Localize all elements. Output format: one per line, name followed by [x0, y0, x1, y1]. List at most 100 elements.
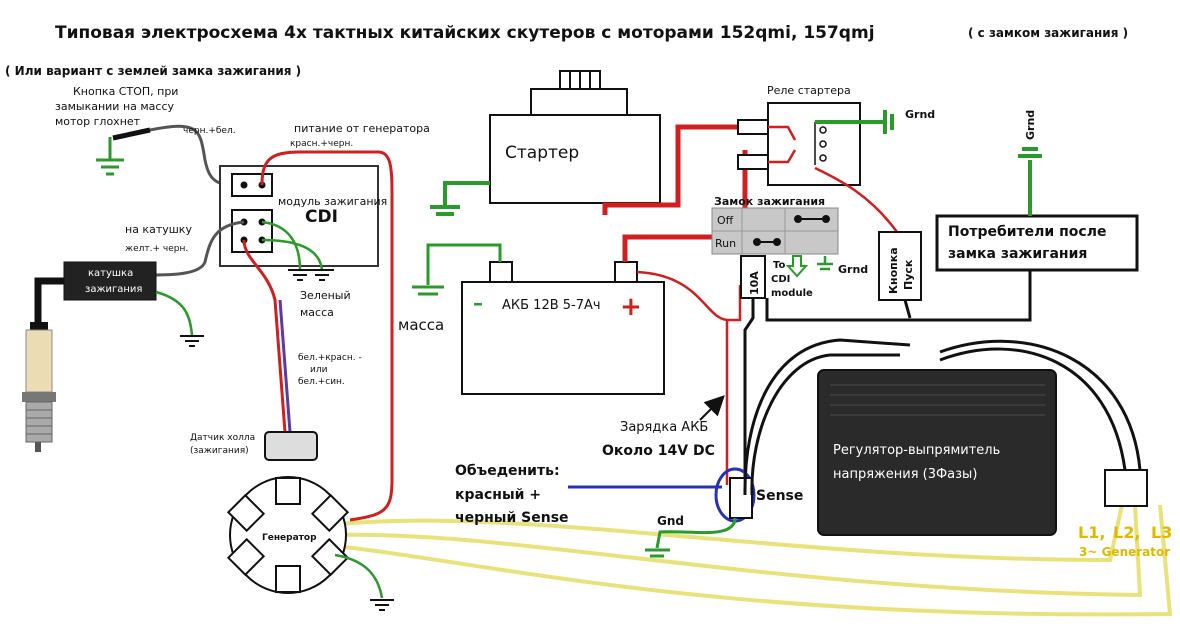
- hall-wires-label-2: или: [310, 365, 328, 375]
- battery-body: [461, 281, 665, 395]
- regulator-wires-right-2: [939, 339, 1142, 471]
- battery-plus-to-relay: [622, 150, 748, 262]
- generator-stator-icon: [226, 476, 350, 594]
- starter-ground-wire: [443, 181, 490, 205]
- cdi-connector-top: [231, 173, 273, 197]
- sense-ground-icon: [645, 548, 670, 558]
- generator-power-wire: [260, 150, 394, 522]
- start-button-to-consumers: [903, 299, 912, 319]
- phase-l2: L2,: [1113, 523, 1140, 542]
- relay-coil-icon: [814, 122, 827, 165]
- diagram-title: Типовая электросхема 4х тактных китайски…: [55, 23, 875, 43]
- ign-grnd-label: Grnd: [838, 263, 868, 276]
- hall-sensor: [264, 431, 318, 461]
- regulator-wires-left-2: [743, 338, 911, 496]
- cdi-connector-bottom: [231, 209, 273, 253]
- starter-motor-icon: [489, 70, 661, 204]
- mass-label: масса: [398, 316, 444, 334]
- black-white-label: черн.+бел.: [183, 126, 236, 136]
- ign-switch-contacts: [753, 215, 830, 246]
- coil-label-1: катушка: [88, 268, 133, 279]
- generator-ground-icon: [370, 599, 394, 611]
- consumers-label-1: Потребители после: [948, 224, 1106, 240]
- starter-power-wire: [602, 124, 738, 215]
- starter-ground-icon: [430, 205, 460, 216]
- cdi-module-label: модуль зажигания: [278, 195, 387, 208]
- charge-arrow: [699, 395, 725, 421]
- sense-connector: [729, 477, 753, 519]
- spark-plug-icon: [22, 322, 56, 452]
- stop-button-label-3: мотор глохнет: [55, 115, 141, 128]
- relay-to-start-button: [814, 166, 899, 233]
- variant-note: ( Или вариант с землей замка зажигания ): [5, 64, 301, 78]
- relay-internal-red: [768, 125, 797, 164]
- phase-l1: L1,: [1078, 523, 1105, 542]
- battery-label: АКБ 12В 5-7Ач: [502, 298, 601, 313]
- regulator-label-box: [828, 434, 1038, 486]
- battery-ground-icon: [412, 285, 444, 296]
- ign-ground-icon: [817, 256, 833, 271]
- stop-button-lever: [112, 127, 151, 141]
- green-ground-label-2: масса: [300, 306, 334, 319]
- consumers-grnd-label: Grnd: [1024, 110, 1037, 140]
- consumers-feed-wire: [765, 270, 1032, 322]
- stop-ground-icon: [96, 137, 124, 176]
- generator-label: Генератор: [262, 533, 317, 543]
- ign-to-cdi-arrow: [785, 255, 809, 278]
- consumers-box: [935, 214, 1139, 272]
- battery-terminal-pos: [614, 261, 638, 283]
- start-button-label-1: Кнопка: [887, 247, 900, 294]
- starter-label: Стартер: [505, 143, 579, 163]
- consumers-ground-icon: [1018, 147, 1042, 158]
- merge-label-2: красный +: [455, 487, 541, 503]
- phase-l3: L3: [1151, 523, 1172, 542]
- relay-label: Реле стартера: [767, 84, 851, 97]
- regulator-wires-right: [939, 347, 1127, 471]
- sense-label: Sense: [756, 488, 803, 504]
- coil-label-2: зажигания: [85, 284, 142, 295]
- relay-terminals: [737, 119, 769, 170]
- battery-terminal-neg: [489, 261, 513, 283]
- coil-ground-wire: [155, 290, 194, 336]
- battery-plus: +: [620, 292, 642, 322]
- coil-ground-icon: [180, 335, 204, 347]
- regulator-label-2: напряжения (3Фазы): [833, 467, 977, 482]
- title-note: ( с замком зажигания ): [968, 26, 1128, 40]
- hall-sensor-label-2: (зажигания): [190, 446, 249, 456]
- to-cdi-label-1: To: [773, 260, 785, 271]
- green-ground-label-1: Зеленый: [300, 289, 351, 302]
- regulator-label-1: Регулятор-выпрямитель: [833, 443, 1000, 458]
- ign-off-label: Off: [717, 214, 734, 227]
- ignition-coil: [63, 261, 157, 301]
- merge-label-1: Объеденить:: [455, 463, 560, 479]
- cdi-ground-icon: [288, 269, 334, 281]
- cdi-green-wire-1: [261, 220, 302, 271]
- cdi-label: CDI: [305, 207, 338, 227]
- fuse-black-wire: [743, 298, 755, 485]
- ign-switch-label: Замок зажигания: [714, 195, 825, 208]
- hall-wire-red: [242, 239, 287, 433]
- spark-plug-lead: [34, 277, 64, 322]
- charge-label-2: Около 14V DC: [602, 443, 715, 459]
- ign-run-label: Run: [715, 237, 736, 250]
- to-coil-label: на катушку: [125, 223, 192, 236]
- hall-wires-label-1: бел.+красн. -: [298, 353, 362, 363]
- hall-wires-label-3: бел.+син.: [298, 377, 345, 387]
- battery-charge-wire: [636, 270, 742, 322]
- coil-wire: [149, 220, 245, 277]
- cdi-green-wire-2: [261, 238, 324, 271]
- battery-ground-wire: [426, 243, 502, 285]
- hall-sensor-label-1: Датчик холла: [190, 433, 255, 443]
- start-button-label-2: Пуск: [902, 259, 915, 290]
- phase-connector: [1104, 469, 1148, 507]
- three-phase-generator-label: 3~ Generator: [1079, 545, 1170, 559]
- start-button: [878, 231, 922, 301]
- generator-phase-wires: [324, 504, 1173, 617]
- relay-grnd-label: Grnd: [905, 108, 935, 121]
- merge-label-3: черный Sense: [455, 510, 569, 526]
- generator-power-label: питание от генератора: [294, 122, 430, 135]
- stop-button-label-2: замыкании на массу: [55, 100, 175, 113]
- to-cdi-label-2: CDI: [771, 274, 790, 285]
- yellow-black-label: желт.+ черн.: [125, 244, 188, 254]
